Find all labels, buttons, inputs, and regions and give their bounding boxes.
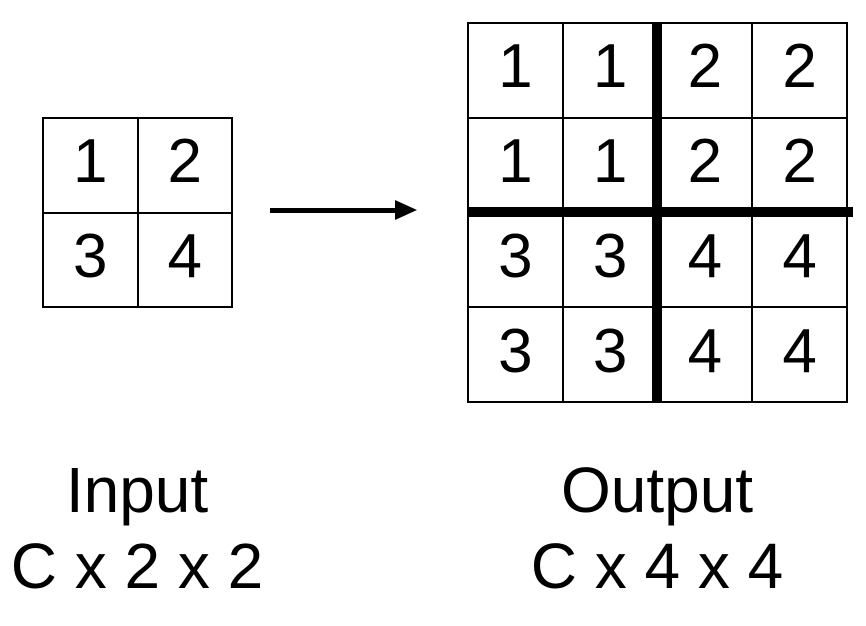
input-grid: 1 2 3 4: [42, 117, 233, 308]
output-label: Output: [560, 454, 754, 526]
output-grid-cell: 3: [468, 307, 563, 402]
input-grid-cell: 4: [137, 212, 232, 307]
output-grid-cell: 4: [752, 307, 847, 402]
output-grid-cell: 1: [562, 23, 658, 118]
output-grid: 1 1 2 2 1 1 2 2 3 3 4 4 3 3 4 4: [467, 22, 853, 403]
output-grid-cell: 3: [562, 212, 658, 308]
output-grid-cell: 3: [468, 212, 563, 308]
output-grid-cell: 2: [657, 23, 753, 118]
arrow-shaft: [270, 208, 398, 213]
output-label-block: Output C x 4 x 4: [517, 452, 797, 604]
input-label: Input: [65, 454, 209, 526]
output-grid-cell: 2: [657, 117, 753, 213]
output-grid-cell: 1: [468, 117, 563, 213]
arrow-head: [395, 200, 417, 220]
output-grid-cell: 3: [562, 307, 658, 402]
block-divider-horizontal: [467, 207, 853, 217]
output-grid-cell: 4: [657, 307, 753, 402]
output-grid-cell: 2: [752, 23, 847, 118]
output-grid-cell: 2: [752, 117, 847, 213]
input-dims-label: C x 2 x 2: [10, 530, 264, 602]
input-grid-cell: 3: [43, 212, 138, 307]
arrow-right-icon: [270, 200, 417, 221]
input-grid-cell: 1: [43, 118, 138, 213]
input-grid-cell: 2: [137, 118, 232, 213]
input-label-block: Input C x 2 x 2: [0, 452, 277, 604]
output-grid-cell: 1: [468, 23, 563, 118]
output-grid-cell: 1: [562, 117, 658, 213]
output-grid-cell: 4: [752, 212, 847, 308]
output-grid-cell: 4: [657, 212, 753, 308]
output-dims-label: C x 4 x 4: [530, 530, 784, 602]
